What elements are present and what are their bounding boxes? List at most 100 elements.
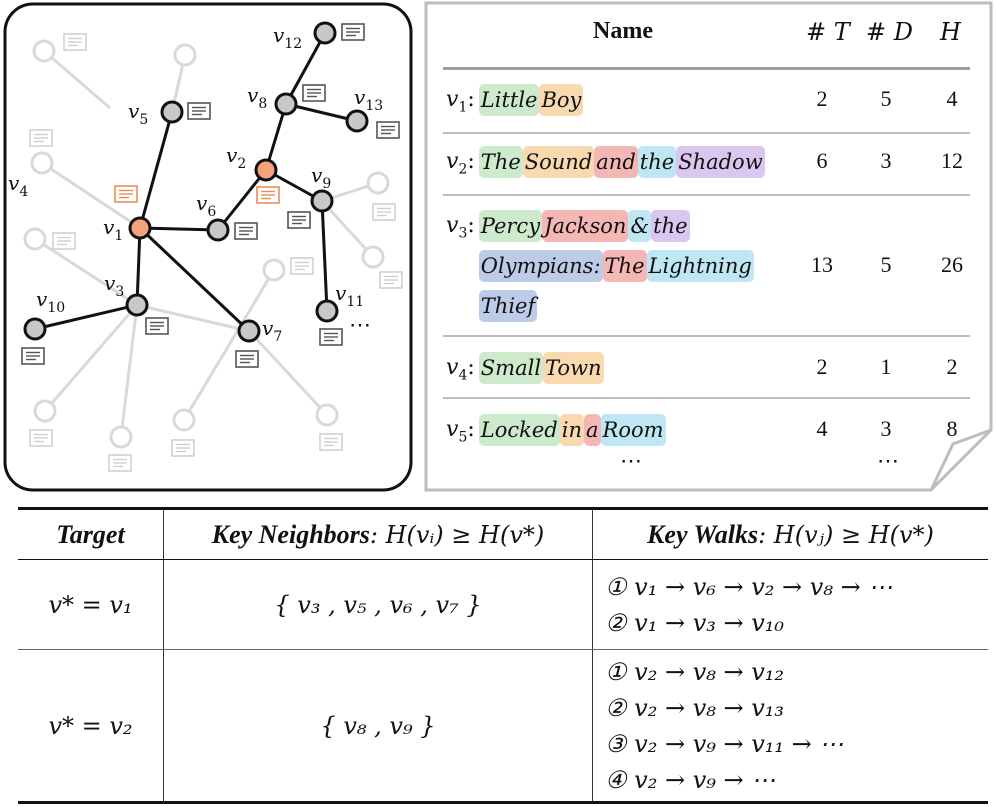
target-cell: v* = v₁ (18, 559, 164, 650)
graph-ellipsis: ⋯ (349, 313, 371, 338)
count-h: 12 (941, 148, 963, 173)
title-token: Small (478, 352, 544, 384)
count-h: 8 (946, 416, 958, 441)
node-v2 (254, 158, 278, 182)
key-walks-table: Target Key Neighbors: H(vᵢ) ≥ H(v*) Key … (18, 507, 988, 804)
title-token: Room (600, 414, 666, 446)
row-rule (443, 335, 970, 337)
walks-cell: ① v₁ → v₆ → v₂ → v₈ → ⋯ ② v₁ → v₃ → v₁₀ (592, 559, 988, 650)
count-d: 1 (880, 354, 892, 379)
label-v11: v11 (335, 281, 364, 310)
label-v12: v12 (273, 23, 302, 52)
count-t: 2 (816, 354, 828, 379)
col-neighbors: Key Neighbors: H(vᵢ) ≥ H(v*) (163, 507, 593, 560)
main-edges (34, 32, 358, 333)
title-token: Thief (478, 290, 538, 322)
node-v11 (315, 299, 339, 323)
label-v9: v9 (311, 163, 331, 192)
title-token: Jackson (542, 210, 629, 242)
title-token: The (478, 146, 523, 178)
title-token: Sound (522, 146, 595, 178)
node-v8 (274, 92, 298, 116)
node-v13 (345, 109, 369, 133)
count-t: 2 (816, 86, 828, 111)
title-token: & (628, 210, 652, 242)
label-v13: v13 (354, 85, 383, 114)
title-token: a (583, 414, 601, 446)
title-token: Shadow (676, 146, 765, 178)
walks-cell: ① v₂ → v₈ → v₁₂ ② v₂ → v₈ → v₁₃ ③ v₂ → v… (592, 649, 988, 804)
node-id-label: v5: (446, 417, 475, 446)
row-rule (443, 132, 970, 134)
table-row: v* = v₁ { v₃ , v₅ , v₆ , v₇ } ① v₁ → v₆ … (18, 559, 988, 650)
header-rule (443, 67, 970, 70)
node-v3 (125, 293, 149, 317)
target-cell: v* = v₂ (18, 649, 164, 804)
more-left: ⋯ (620, 448, 642, 473)
graph-svg: v12 v8 v13 v5 v2 v9 v4 v6 v1 v3 v10 v11 … (3, 2, 413, 492)
title-token: The (602, 250, 647, 282)
count-h: 4 (946, 86, 958, 111)
walk-line: ① v₂ → v₈ → v₁₂ (605, 657, 785, 686)
node-v10 (23, 317, 47, 341)
count-d: 5 (880, 252, 892, 277)
node-id-label: v4: (446, 355, 475, 384)
walk-line: ② v₂ → v₈ → v₁₃ (605, 693, 785, 722)
title-token: the (651, 210, 690, 242)
row-rule (443, 194, 970, 196)
title-token: the (637, 146, 677, 178)
row-rule (443, 397, 970, 399)
neighbors-cell: { v₈ , v₉ } (163, 649, 593, 804)
node-v1 (128, 216, 152, 240)
attribute-header-t: # T (806, 18, 850, 46)
node-id-label: v3: (446, 213, 475, 242)
more-right: ⋯ (877, 448, 899, 473)
title-token: Little (478, 84, 540, 116)
table-row: v* = v₂ { v₈ , v₉ } ① v₂ → v₈ → v₁₂ ② v₂… (18, 649, 988, 804)
label-v10: v10 (36, 287, 65, 316)
node-v12 (313, 21, 337, 45)
neighbors-cell: { v₃ , v₅ , v₆ , v₇ } (163, 559, 593, 650)
label-v1: v1 (103, 215, 123, 244)
graph-panel: v12 v8 v13 v5 v2 v9 v4 v6 v1 v3 v10 v11 … (0, 0, 414, 494)
walk-line: ③ v₂ → v₉ → v₁₁ → ⋯ (605, 729, 844, 758)
count-t: 4 (816, 416, 828, 441)
node-v9 (310, 189, 334, 213)
col-walks: Key Walks: H(vⱼ) ≥ H(v*) (592, 507, 988, 560)
node-v7 (237, 319, 261, 343)
col-target: Target (18, 507, 164, 560)
label-v3: v3 (104, 271, 124, 300)
count-d: 3 (880, 148, 892, 173)
main-nodes (23, 21, 369, 343)
label-v6: v6 (196, 191, 216, 220)
title-token: Town (543, 352, 604, 384)
attribute-header-h: H (940, 18, 961, 46)
faded-nodes (23, 39, 390, 449)
graph-frame (3, 2, 413, 492)
title-token: Percy (478, 210, 543, 242)
title-token: in (559, 414, 584, 446)
count-h: 2 (946, 354, 958, 379)
label-v2: v2 (226, 143, 246, 172)
count-d: 3 (880, 416, 892, 441)
count-t: 13 (811, 252, 833, 277)
node-id-label: v2: (446, 149, 475, 178)
label-v7: v7 (262, 316, 282, 345)
attribute-header-name: Name (593, 18, 653, 44)
attribute-header-d: # D (866, 18, 913, 46)
count-t: 6 (816, 148, 828, 173)
node-v5 (160, 100, 184, 124)
title-token: Locked (478, 414, 560, 446)
count-h: 26 (941, 252, 963, 277)
title-token: and (594, 146, 638, 178)
